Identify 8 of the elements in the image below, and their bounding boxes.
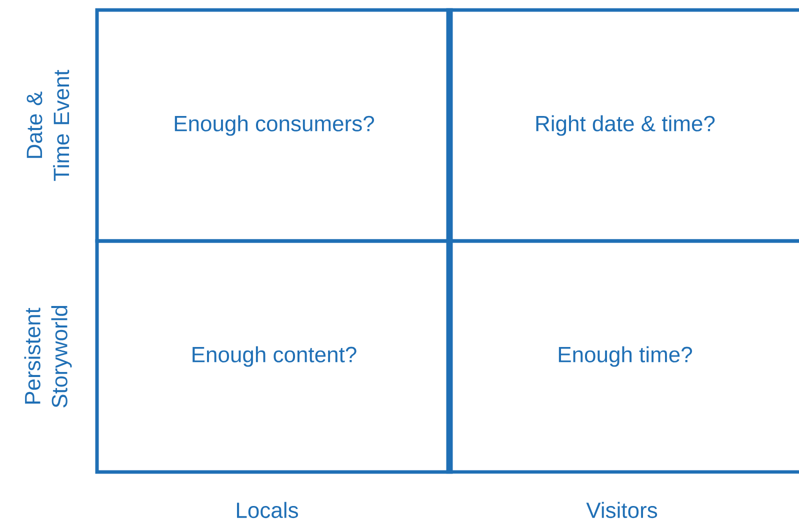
matrix-cell: Enough consumers? <box>95 8 453 243</box>
matrix-cell: Enough content? <box>95 239 453 474</box>
matrix-cell: Enough time? <box>446 239 799 474</box>
matrix-cell: Right date & time? <box>446 8 799 243</box>
column-label: Visitors <box>586 502 658 518</box>
row-label: Persistent Storyworld <box>24 306 72 408</box>
column-label: Locals <box>237 502 298 518</box>
row-label: Date & Time Event <box>26 70 70 181</box>
